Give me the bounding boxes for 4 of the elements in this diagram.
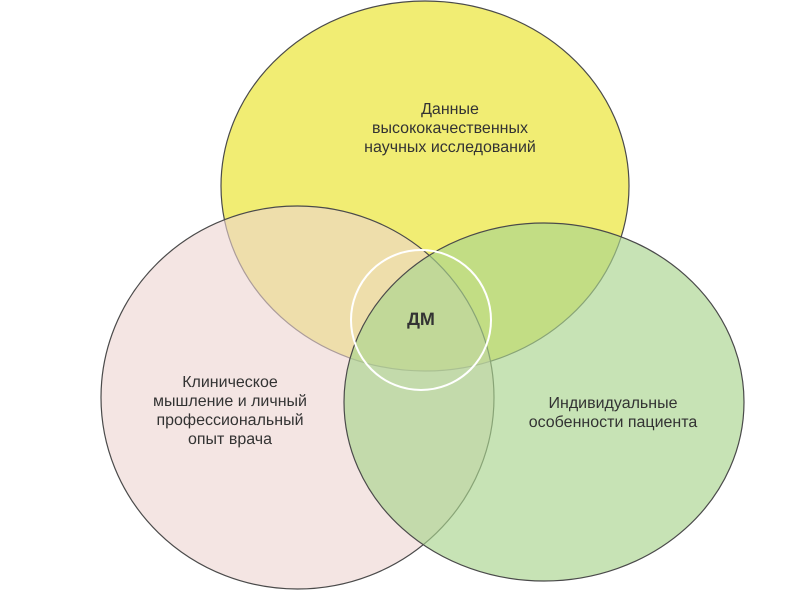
circle-label: Индивидуальные особенности пациента: [528, 394, 698, 432]
circle-label: Клиническое мышление и личный профессиональный опыт врача: [152, 373, 308, 449]
circle-label: ДМ: [406, 310, 436, 329]
circle-label: Данные высококачественных научных исследований: [363, 100, 537, 157]
